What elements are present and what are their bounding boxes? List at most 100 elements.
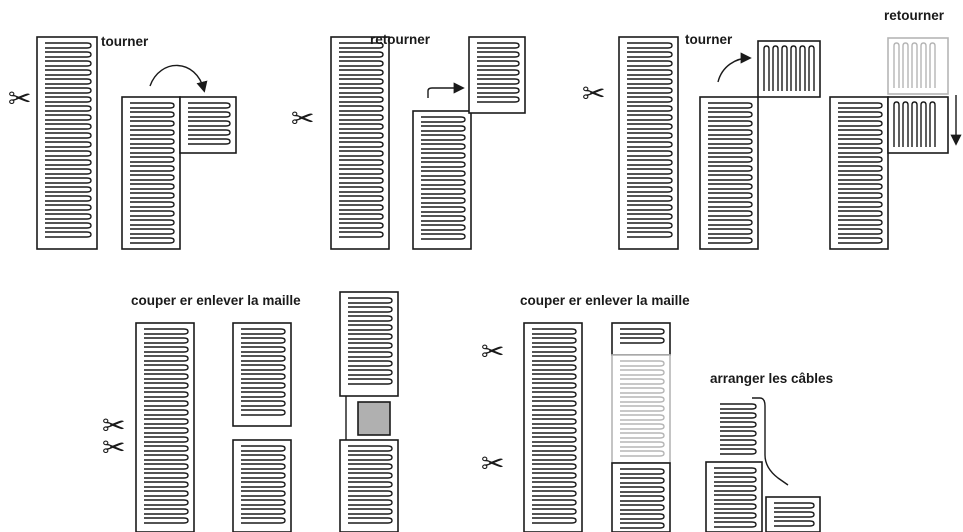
heating-wire-loop <box>348 342 393 349</box>
heating-wire-loop <box>339 78 384 85</box>
heating-wire-loop <box>708 228 753 235</box>
heating-wire-loop <box>532 391 577 398</box>
heating-wire-loop <box>781 45 788 91</box>
heating-wire-loop <box>620 504 665 511</box>
heating-wire-loop <box>241 328 286 335</box>
heating-wire-loop <box>477 42 520 49</box>
step-5-couper: couper er enlever la maille ✂ ✂ <box>102 291 399 532</box>
heating-wire-loop <box>627 105 673 112</box>
heating-wire-loop <box>838 138 883 145</box>
heating-wire-loop <box>130 183 175 190</box>
heating-wire-loop <box>532 400 577 407</box>
heating-wire-loop <box>838 183 883 190</box>
heating-wire-loop <box>620 405 665 412</box>
heating-wire-loop <box>421 125 466 132</box>
label-arranger: arranger les câbles <box>710 371 833 386</box>
heating-wire-loop <box>144 418 189 425</box>
heating-wire-loop <box>774 520 815 527</box>
heating-wire-loop <box>627 213 673 220</box>
heating-wire-loop <box>130 228 175 235</box>
heating-wire-loop <box>620 450 665 457</box>
heating-wire-loop <box>241 490 286 497</box>
step-2-retourner: ✂ retourner <box>291 32 526 250</box>
heating-wire-loop <box>532 355 577 362</box>
heating-wire-loop <box>348 351 393 358</box>
heating-wire-loop <box>838 237 883 244</box>
heating-wire-loop <box>920 42 927 88</box>
heating-wire-loop <box>188 111 231 118</box>
heating-wire-loop <box>45 213 92 220</box>
cable-route <box>752 397 789 486</box>
heating-wire-loop <box>45 150 92 157</box>
heating-wire-loop <box>348 445 393 452</box>
heating-wire-loop <box>188 102 231 109</box>
mat-piece-vertical <box>757 40 821 98</box>
heating-wire-loop <box>532 436 577 443</box>
heating-wire-loop <box>339 213 384 220</box>
heating-wire-loop <box>144 499 189 506</box>
heating-wire-loop <box>708 120 753 127</box>
heating-wire-loop <box>144 481 189 488</box>
heating-wire-loop <box>620 477 665 484</box>
label-couper: couper er enlever la maille <box>131 293 301 308</box>
heating-wire-loop <box>241 463 286 470</box>
heating-wire-loop <box>348 481 393 488</box>
heating-wire-loop <box>241 454 286 461</box>
heating-wire-loop <box>339 42 384 49</box>
heating-wire-loop <box>838 102 883 109</box>
heating-wire-loop <box>808 45 815 91</box>
heating-wire-loop <box>532 508 577 515</box>
heating-wire-loop <box>45 105 92 112</box>
heating-wire-loop <box>348 369 393 376</box>
mat-strip <box>330 36 390 250</box>
heating-wire-loop <box>532 382 577 389</box>
heating-wire-loop <box>627 123 673 130</box>
heating-wire-loop <box>348 463 393 470</box>
heating-wire-loop <box>708 129 753 136</box>
heating-wire-loop <box>144 373 189 380</box>
heating-wire-loop <box>627 114 673 121</box>
scissors-icon: ✂ <box>102 409 125 442</box>
heating-wire-loop <box>130 165 175 172</box>
heating-wire-loop <box>532 454 577 461</box>
heating-wire-loop <box>708 183 753 190</box>
heating-wire-loop <box>45 87 92 94</box>
heating-wire-loop <box>838 156 883 163</box>
heating-wire-loop <box>421 116 466 123</box>
heating-wire-loop <box>620 396 665 403</box>
step-3-tourner: ✂ tourner <box>582 32 821 250</box>
heating-wire-loop <box>241 364 286 371</box>
heating-wire-loop <box>130 138 175 145</box>
heating-wire-loop <box>532 427 577 434</box>
mat-strip <box>36 36 98 250</box>
heating-wire-loop <box>708 156 753 163</box>
heating-wire-loop <box>911 42 918 88</box>
heating-wire-loop <box>348 508 393 515</box>
heating-wire-loop <box>627 195 673 202</box>
heating-wire-loop <box>130 129 175 136</box>
heating-wire-loop <box>348 472 393 479</box>
heating-wire-loop <box>241 355 286 362</box>
label-retourner: retourner <box>370 32 431 47</box>
heating-wire-loop <box>838 219 883 226</box>
heating-wire-loop <box>144 337 189 344</box>
heating-wire-loop <box>774 502 815 509</box>
heating-wire-loop <box>241 373 286 380</box>
heating-wire-loop <box>477 96 520 103</box>
heating-wire-loop <box>532 490 577 497</box>
heating-wire-loop <box>144 436 189 443</box>
heating-wire-loop <box>714 467 757 474</box>
heating-wire-loop <box>532 517 577 524</box>
heating-wire-loop <box>144 472 189 479</box>
heating-wire-loop <box>421 179 466 186</box>
heating-wire-loop <box>241 517 286 524</box>
heating-wire-loop <box>348 454 393 461</box>
heating-wire-loop <box>532 373 577 380</box>
heating-wire-loop <box>714 512 757 519</box>
heating-wire-loop <box>45 132 92 139</box>
heating-wire-loop <box>720 439 757 446</box>
heating-wire-loop <box>339 177 384 184</box>
heating-wire-loop <box>714 521 757 528</box>
heating-wire-loop <box>144 328 189 335</box>
heating-wire-loop <box>45 51 92 58</box>
